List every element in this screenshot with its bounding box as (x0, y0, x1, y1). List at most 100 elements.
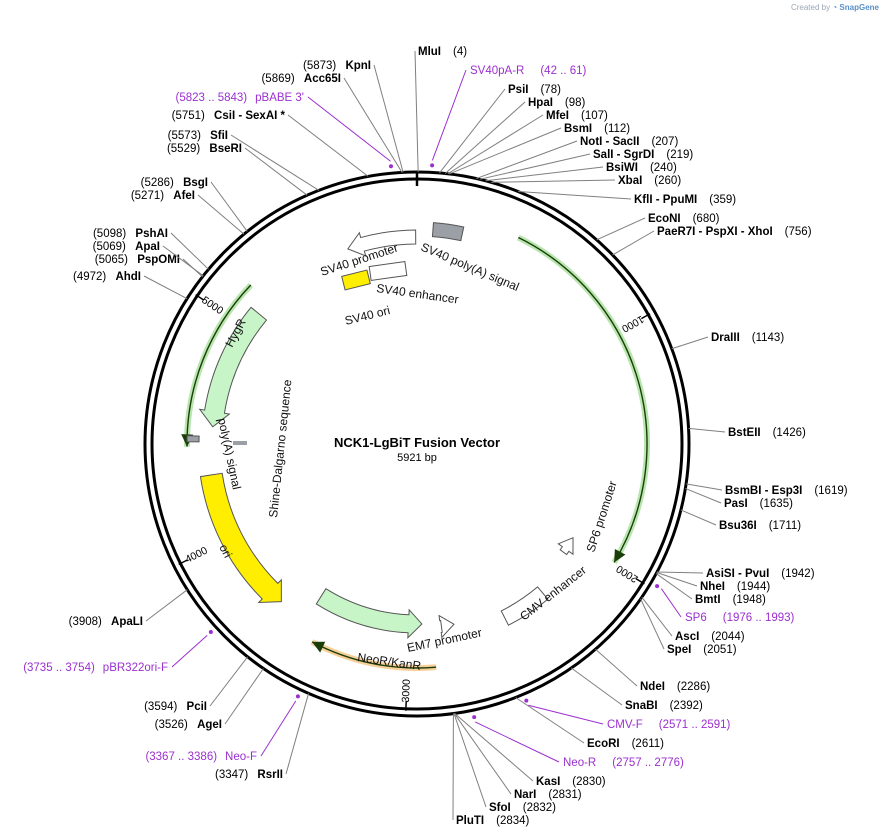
site-ndei-leader (595, 648, 638, 687)
site-afei: (5271) AfeI (131, 190, 195, 202)
site-psii: PsiI(78) (508, 84, 561, 96)
feature-label-shine-dalgarno: Shine-Dalgarno sequence (266, 379, 294, 519)
hygr-arrow (198, 306, 268, 428)
site-acc65i: (5869) Acc65I (261, 73, 341, 85)
sv40-ori-box (341, 269, 371, 291)
site-rsrii: (3347) RsrII (215, 769, 283, 781)
ruler-label: 3000 (400, 679, 413, 703)
brand-credit: Created by ◔ SnapGene (791, 3, 879, 12)
site-nhei-leader (656, 572, 698, 587)
site-pasi-leader (685, 488, 722, 504)
site-psii-leader (439, 88, 506, 174)
site-spei-leader (640, 598, 665, 650)
site-ecori-leader (515, 697, 585, 744)
site-bsgi-leader (210, 181, 248, 232)
site-paer7i-pspxi-xhoi: PaeR7I - PspXI - XhoI(756) (657, 226, 812, 238)
site-kasi-leader (454, 713, 534, 782)
site-rsrii-leader (285, 693, 310, 775)
site-econi-leader (596, 217, 646, 241)
site-snabi: SnaBI(2392) (625, 700, 703, 712)
ruler-label: 4000 (183, 544, 209, 565)
site-econi: EcoNI(680) (648, 213, 720, 225)
site-bsmbi-esp3i-leader (685, 483, 723, 491)
site-sfii: (5573) SfiI (168, 130, 228, 142)
site-asisi-pvui-leader (656, 571, 704, 574)
primer-neo-f: (3367 .. 3386)Neo-F (145, 751, 257, 763)
primer-marker-sp6 (655, 584, 660, 589)
site-bmti-leader (655, 573, 693, 600)
primer-leader-sp6 (660, 588, 682, 618)
feature-label-sv40-enhancer: SV40 enhancer (376, 281, 460, 306)
primer-marker-pbabe-3 (388, 164, 393, 169)
primer-marker-neo-f (295, 694, 300, 699)
site-csii-sexai: (5751) CsiI - SexAI * (172, 110, 286, 122)
ori-arrow (199, 472, 282, 604)
primer-leader-pbabe-3 (307, 96, 391, 162)
neor-arrow (315, 588, 423, 640)
site-spei: SpeI(2051) (667, 644, 737, 656)
site-xbai-leader (491, 179, 616, 183)
site-bsu36i-leader (680, 509, 717, 526)
site-draiii: DraIII(1143) (711, 332, 784, 344)
site-draiii-leader (671, 336, 709, 350)
shine-dalgarno-box (233, 441, 247, 445)
site-kfli-ppumi-leader (518, 191, 632, 200)
site-nari: NarI(2831) (514, 789, 582, 801)
site-afei-leader (197, 194, 245, 235)
site-pshai: (5098) PshAI (93, 228, 168, 240)
site-ahdi: (4972) AhdI (73, 271, 141, 283)
site-pcii-leader (209, 656, 249, 707)
site-bsteii: BstEII(1426) (728, 427, 806, 439)
site-bsmi: BsmI(112) (564, 123, 630, 135)
site-csii-sexai-leader (287, 114, 369, 177)
primer-sv40pa-r: SV40pA-R(42 .. 61) (470, 65, 587, 77)
site-kpni: (5873) KpnI (303, 60, 371, 72)
orf-arc-right-head (614, 548, 626, 563)
site-asci-leader (641, 596, 673, 637)
site-apali-leader (145, 589, 188, 622)
site-nari-leader (453, 713, 512, 795)
primer-marker-cmv-f (524, 698, 529, 703)
ruler-tick (640, 313, 651, 320)
site-sali-sgrdi: SalI - SgrDI(219) (593, 149, 693, 161)
primer-pbabe-3: (5823 .. 5843)pBABE 3' (176, 92, 304, 104)
site-sfoi-leader (453, 713, 487, 808)
primer-leader-sv40pa-r (431, 69, 467, 161)
site-apali: (3908) ApaLI (69, 616, 143, 628)
site-mfei: MfeI(107) (546, 110, 608, 122)
site-acc65i-leader (343, 77, 403, 173)
ruler-label: 1000 (619, 313, 645, 335)
site-pshai-leader (170, 232, 209, 270)
orf-arc-bottom (311, 641, 437, 669)
ruler-tick (195, 294, 205, 301)
site-ecori: EcoRI(2611) (587, 738, 664, 750)
ruler-label: 2000 (614, 562, 640, 585)
site-hpai: HpaI(98) (528, 97, 586, 109)
site-agei-leader (224, 668, 264, 725)
primer-leader-pbr322ori-f (171, 634, 208, 668)
primer-cmv-f: CMV-F(2571 .. 2591) (607, 719, 731, 731)
primer-marker-pbr322ori-f (208, 629, 213, 634)
primer-leader-cmv-f (528, 704, 604, 725)
site-asisi-pvui: AsiSI - PvuI(1942) (706, 568, 815, 580)
feature-label-sv40-ori: SV40 ori (343, 303, 391, 328)
site-kfli-ppumi: KflI - PpuMI(359) (634, 194, 736, 206)
site-apai: (5069) ApaI (93, 241, 160, 253)
cmv-enhancer-box (500, 586, 549, 626)
primer-sites: SV40pA-R(42 .. 61)SP6(1976 .. 1993)CMV-F… (23, 65, 794, 769)
site-kpni-leader (373, 64, 404, 173)
site-bsiwi: BsiWI(240) (606, 162, 677, 174)
site-noti-sacii: NotI - SacII(207) (580, 136, 678, 148)
primer-neo-r: Neo-R(2757 .. 2776) (563, 757, 684, 769)
site-pasi: PasI(1635) (724, 498, 793, 510)
site-pcii: (3594) PciI (144, 701, 207, 713)
site-bsmi-leader (449, 127, 562, 175)
site-hpai-leader (444, 101, 526, 174)
sv40-enhancer-box (368, 260, 408, 282)
primer-pbr322ori-f: (3735 .. 3754)pBR322ori-F (23, 662, 168, 674)
ruler-tick (178, 559, 188, 566)
site-paer7i-pspxi-xhoi-leader (612, 230, 655, 256)
primer-leader-neo-f (260, 700, 297, 757)
site-bsgi: (5286) BsgI (141, 177, 208, 189)
